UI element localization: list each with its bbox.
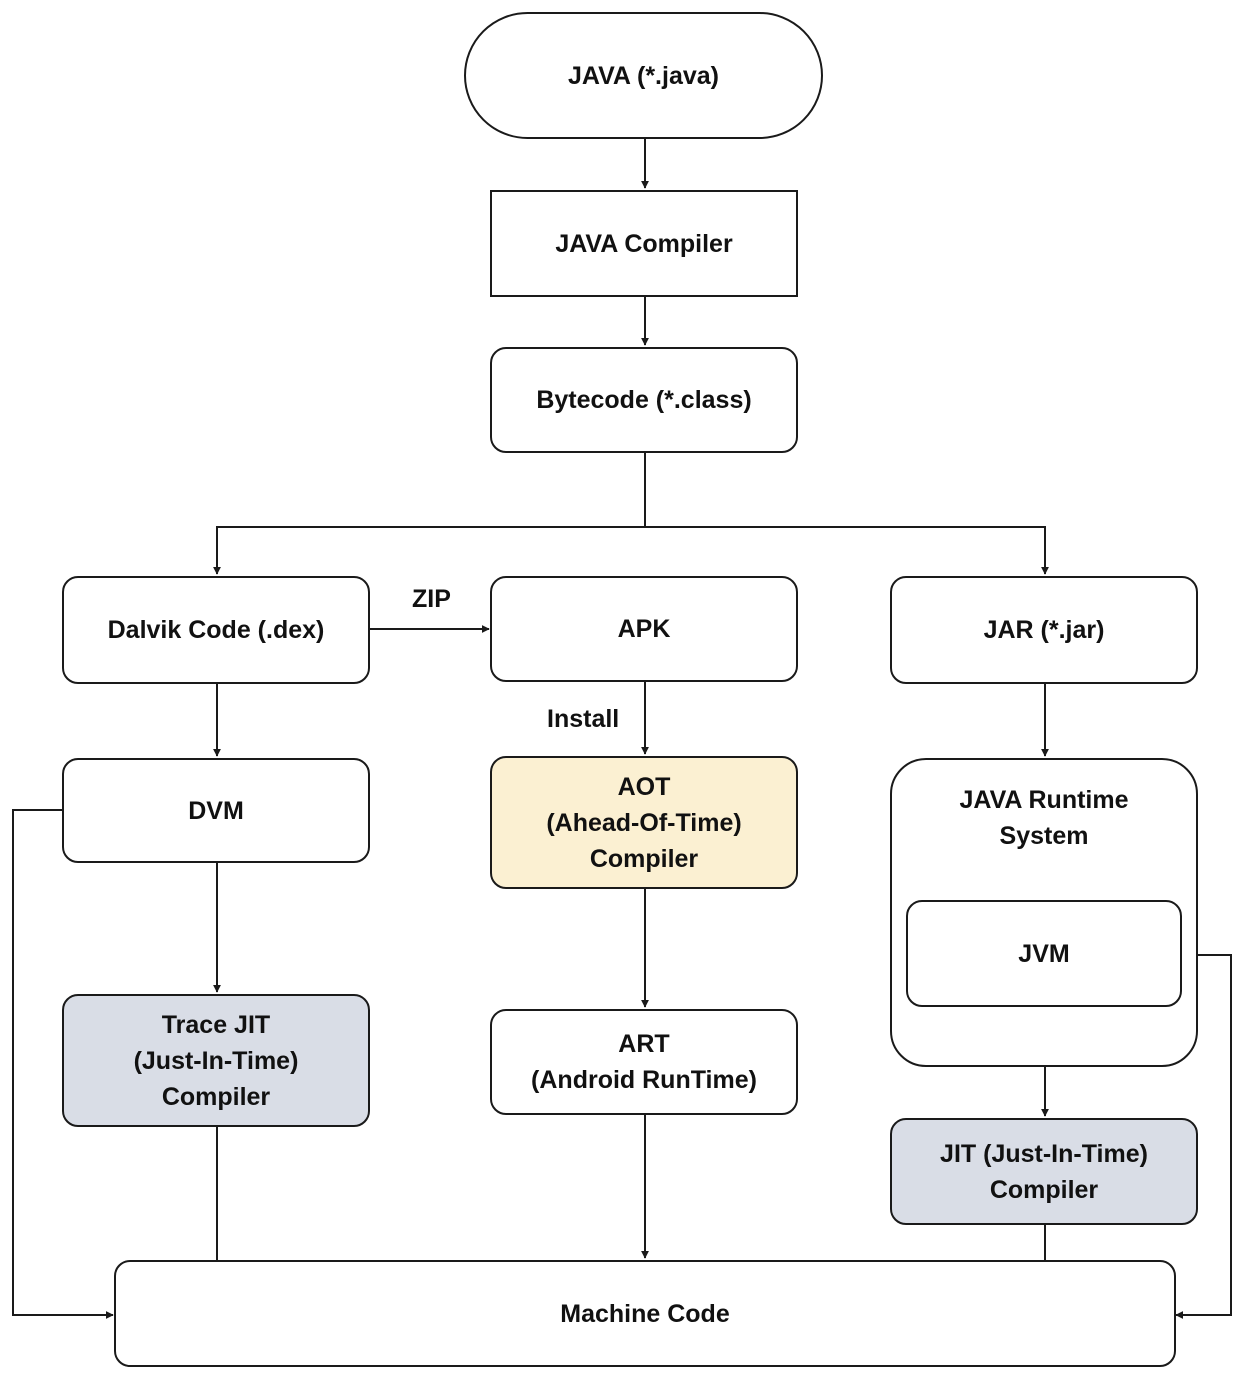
edge-dvm-to-machine-code <box>12 809 114 1319</box>
node-java-compiler: JAVA Compiler <box>490 190 798 297</box>
node-trace-jit: Trace JIT (Just-In-Time) Compiler <box>62 994 370 1127</box>
node-dalvik-code: Dalvik Code (.dex) <box>62 576 370 684</box>
node-java-source: JAVA (*.java) <box>464 12 823 139</box>
node-aot-compiler: AOT (Ahead-Of-Time) Compiler <box>490 756 798 889</box>
node-apk: APK <box>490 576 798 682</box>
node-jit-compiler: JIT (Just-In-Time) Compiler <box>890 1118 1198 1225</box>
edge-label-zip: ZIP <box>412 585 451 613</box>
edge-jvm-to-machine-code <box>1175 954 1232 1319</box>
edge-bytecode-to-jar <box>645 526 1049 575</box>
edge-label-install: Install <box>547 705 620 733</box>
node-bytecode: Bytecode (*.class) <box>490 347 798 453</box>
edge-bytecode-to-dalvik <box>213 526 645 575</box>
node-jar: JAR (*.jar) <box>890 576 1198 684</box>
node-jvm: JVM <box>906 900 1182 1007</box>
node-art: ART (Android RunTime) <box>490 1009 798 1115</box>
node-dvm: DVM <box>62 758 370 863</box>
node-machine-code: Machine Code <box>114 1260 1176 1367</box>
